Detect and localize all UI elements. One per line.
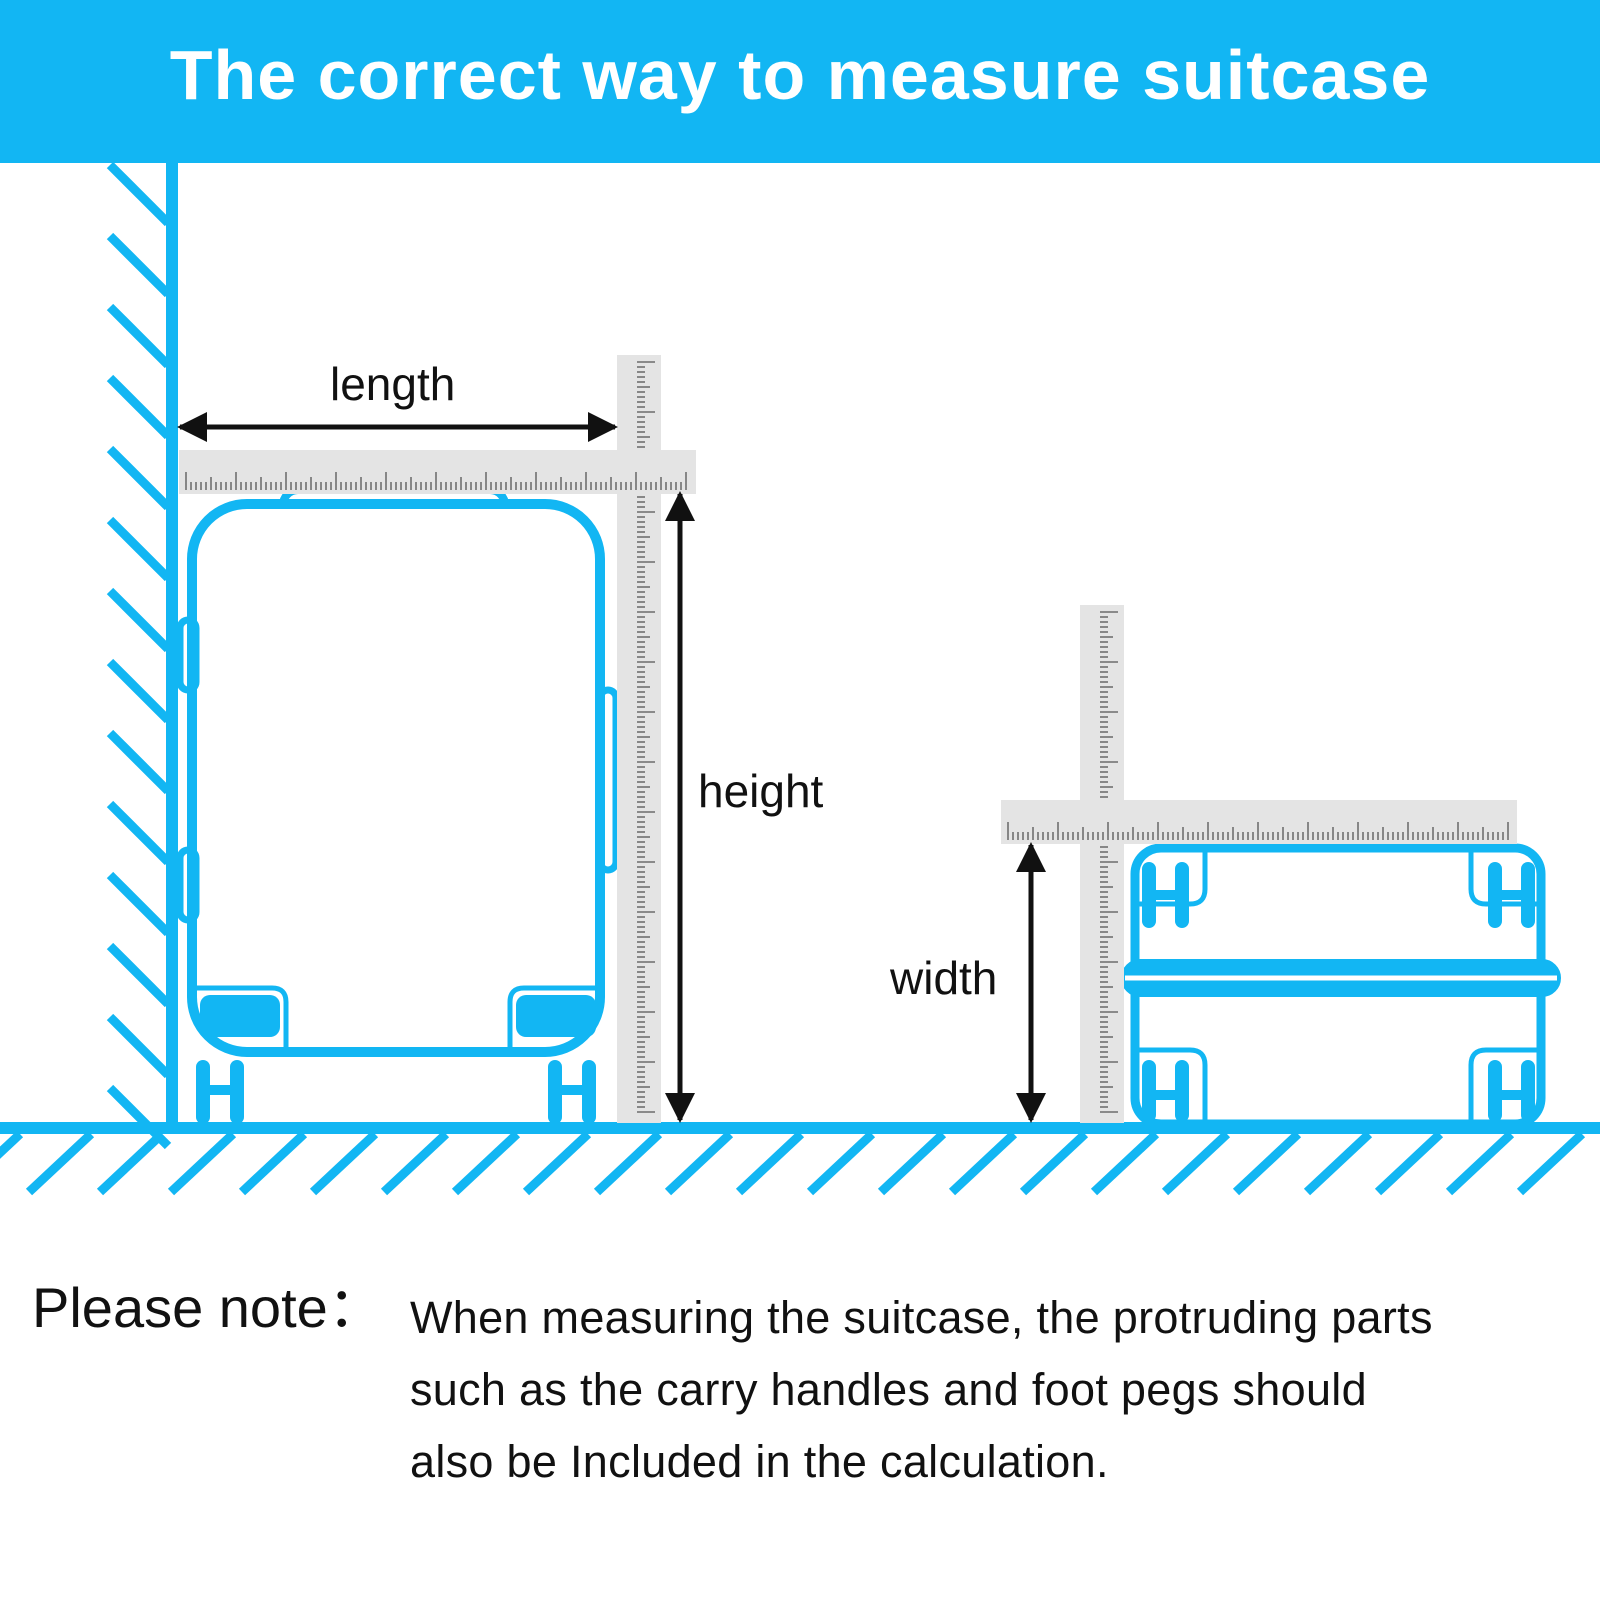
- width-label: width: [890, 952, 998, 1004]
- note-line: also be Included in the calculation.: [410, 1436, 1109, 1487]
- upright-wheel-left: [196, 1060, 244, 1124]
- upright-suitcase: [176, 486, 620, 1124]
- ruler-horizontal-left: [179, 450, 696, 494]
- lying-wheel-bottom-left: [1142, 1060, 1189, 1122]
- note-line: When measuring the suitcase, the protrud…: [410, 1292, 1433, 1343]
- note-title: Please note：: [32, 1276, 384, 1339]
- lying-wheel-top-left: [1142, 862, 1189, 928]
- ruler-vertical-right: [1080, 605, 1124, 1123]
- note-line: such as the carry handles and foot pegs …: [410, 1364, 1367, 1415]
- lying-wheel-top-right: [1488, 862, 1535, 928]
- ruler-horizontal-right: [1001, 800, 1517, 844]
- floor-hatching: [0, 1130, 1586, 1196]
- lying-wheel-bottom-right: [1488, 1060, 1535, 1122]
- lying-suitcase: [1121, 843, 1561, 1129]
- wall-hatching: [106, 161, 172, 1150]
- note-body: When measuring the suitcase, the protrud…: [410, 1282, 1580, 1498]
- title-banner: The correct way to measure suitcase: [0, 0, 1600, 163]
- length-label: length: [330, 358, 456, 410]
- wall: [106, 161, 178, 1150]
- height-label: height: [698, 765, 824, 817]
- page-title: The correct way to measure suitcase: [169, 36, 1431, 114]
- floor: [0, 1122, 1600, 1196]
- upright-wheel-right: [548, 1060, 596, 1124]
